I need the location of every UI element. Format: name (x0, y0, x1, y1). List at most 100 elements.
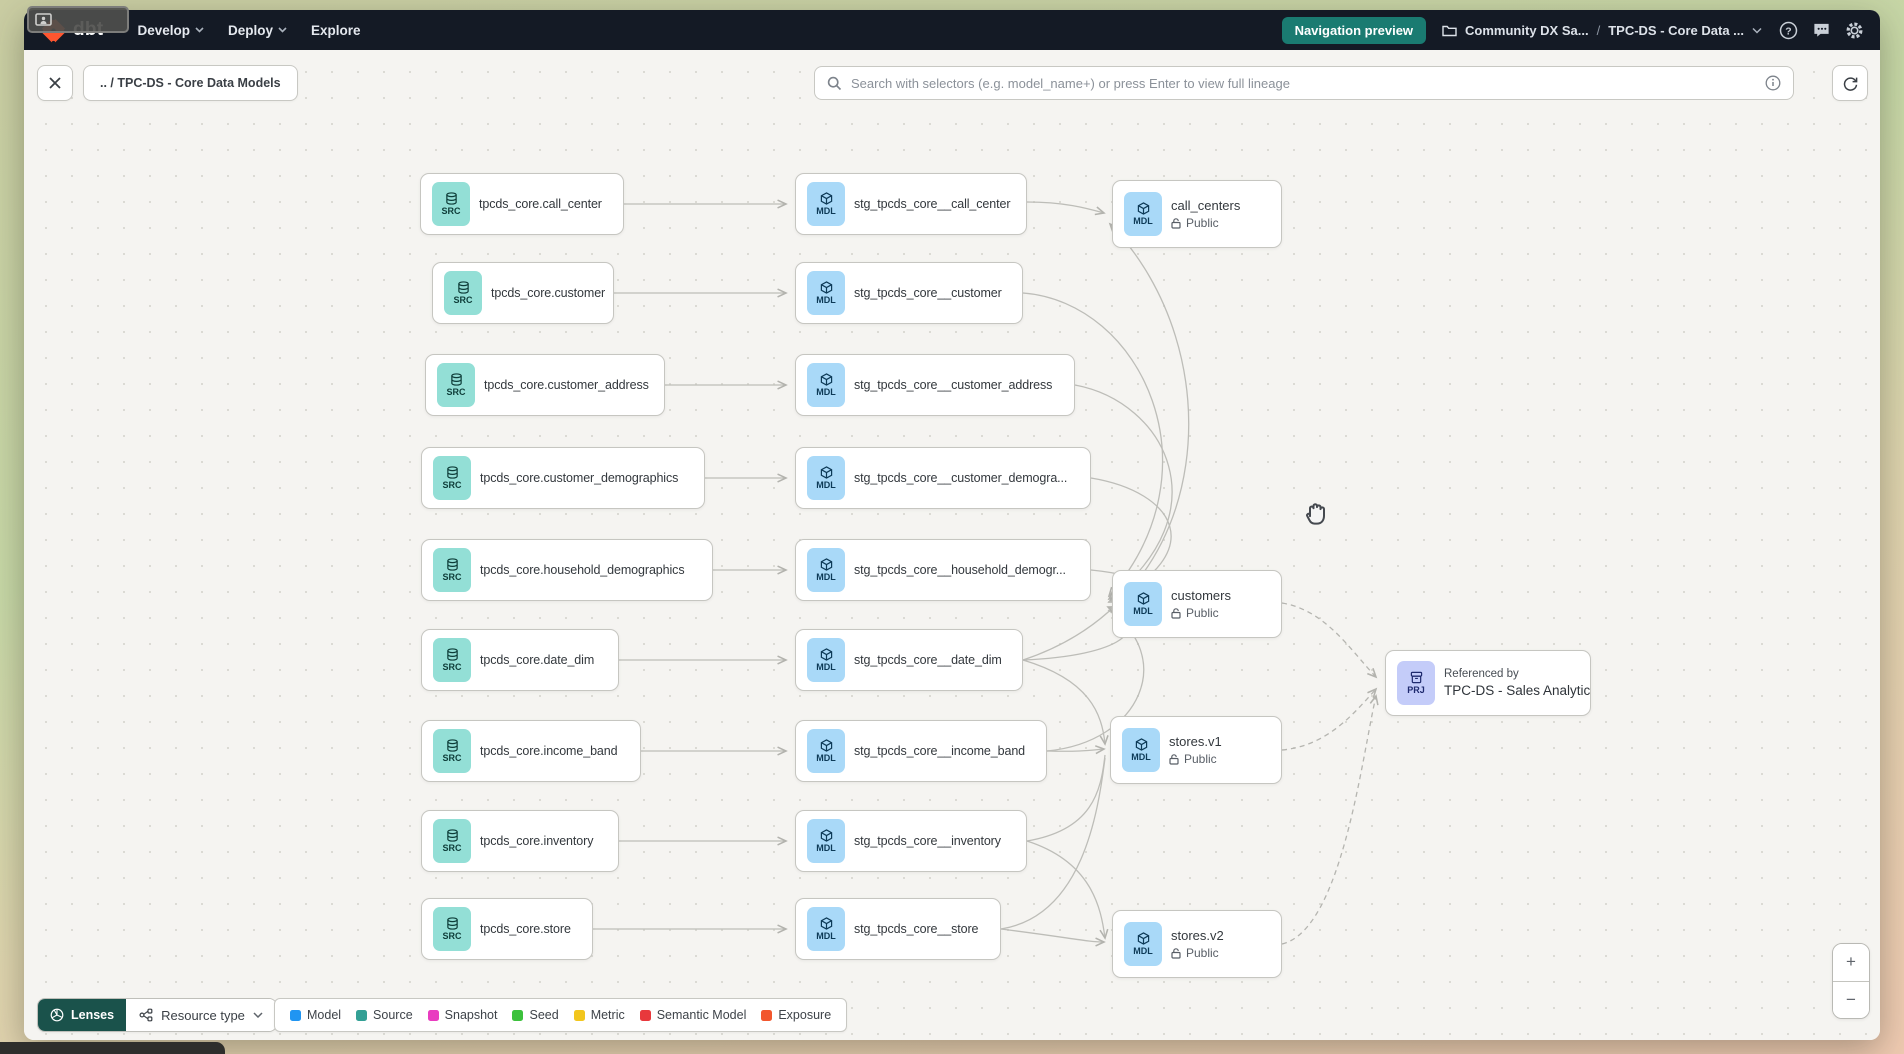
legend-item: Snapshot (427, 1008, 497, 1022)
node-source[interactable]: SRC tpcds_core.customer_address (425, 354, 665, 416)
node-public-model[interactable]: MDL stores.v2 Public (1112, 910, 1282, 978)
node-source[interactable]: SRC tpcds_core.household_demographics (421, 539, 713, 601)
node-source[interactable]: SRC tpcds_core.call_center (420, 173, 624, 235)
referenced-project-name: TPC-DS - Sales Analytics (1444, 683, 1591, 698)
breadcrumb: Community DX Sa... / TPC-DS - Core Data … (1442, 23, 1762, 38)
info-icon[interactable] (1765, 75, 1781, 91)
help-icon[interactable]: ? (1778, 20, 1798, 40)
nav-menu-explore[interactable]: Explore (311, 22, 361, 38)
settings-gear-icon[interactable] (1844, 20, 1864, 40)
node-model[interactable]: MDL stg_tpcds_core__store (795, 898, 1001, 960)
database-icon (446, 648, 458, 661)
legend-item: Seed (512, 1008, 559, 1022)
legend-swatch-metric (573, 1009, 585, 1021)
model-badge: MDL (1124, 192, 1162, 236)
lineage-path-chip[interactable]: .. / TPC-DS - Core Data Models (83, 65, 298, 101)
source-badge: SRC (433, 819, 471, 863)
node-public-model[interactable]: MDL call_centers Public (1112, 180, 1282, 248)
lenses-button[interactable]: Lenses (38, 999, 127, 1031)
top-navbar: dbt Develop Deploy Explore Navigation pr… (24, 10, 1880, 50)
node-model[interactable]: MDL stg_tpcds_core__customer_address (795, 354, 1075, 416)
database-icon (450, 373, 462, 386)
refresh-icon (1843, 76, 1857, 91)
model-badge: MDL (807, 548, 845, 592)
search-icon (827, 76, 842, 90)
legend-swatch-exposure (761, 1009, 773, 1021)
cube-icon (1137, 202, 1149, 215)
database-icon (446, 558, 458, 571)
node-model[interactable]: MDL stg_tpcds_core__customer_demogra... (795, 447, 1091, 509)
node-source[interactable]: SRC tpcds_core.date_dim (421, 629, 619, 691)
node-label: tpcds_core.inventory (480, 834, 594, 848)
node-model[interactable]: MDL stg_tpcds_core__inventory (795, 810, 1027, 872)
cube-icon (1137, 932, 1149, 945)
node-model[interactable]: MDL stg_tpcds_core__income_band (795, 720, 1047, 782)
database-icon (457, 281, 469, 294)
model-badge: MDL (1124, 922, 1162, 966)
lineage-edges (590, 50, 1880, 1040)
legend-item: Source (356, 1008, 413, 1022)
search-input[interactable] (851, 75, 1756, 91)
node-referenced-project[interactable]: PRJ Referenced by TPC-DS - Sales Analyti… (1385, 650, 1591, 716)
cube-icon (1135, 738, 1147, 751)
model-badge: MDL (1124, 582, 1162, 626)
lock-icon (1171, 217, 1181, 229)
model-badge: MDL (807, 729, 845, 773)
shared-tab-icon (35, 12, 52, 26)
database-icon (445, 192, 457, 205)
legend-item: Model (290, 1008, 341, 1022)
node-label: customers (1171, 588, 1231, 603)
node-source[interactable]: SRC tpcds_core.inventory (421, 810, 619, 872)
lock-icon (1171, 947, 1181, 959)
node-source[interactable]: SRC tpcds_core.store (421, 898, 593, 960)
nav-menu-deploy[interactable]: Deploy (216, 10, 299, 50)
access-level: Public (1171, 606, 1231, 620)
access-level: Public (1171, 946, 1224, 960)
model-badge: MDL (807, 456, 845, 500)
refresh-lineage-button[interactable] (1832, 65, 1868, 101)
close-lineage-button[interactable] (37, 65, 73, 101)
lineage-search (814, 66, 1794, 100)
node-source[interactable]: SRC tpcds_core.customer_demographics (421, 447, 705, 509)
breadcrumb-project[interactable]: Community DX Sa... (1465, 22, 1589, 38)
legend-item: Semantic Model (639, 1008, 746, 1022)
cube-icon (820, 829, 832, 842)
legend-item: Exposure (761, 1008, 831, 1022)
zoom-in-button[interactable]: + (1833, 944, 1869, 982)
zoom-controls: + − (1832, 943, 1870, 1019)
resource-type-legend: Model Source Snapshot Seed Metric Semant… (274, 998, 848, 1032)
breadcrumb-lineage[interactable]: TPC-DS - Core Data ... (1608, 22, 1744, 38)
node-label: stg_tpcds_core__customer_address (854, 378, 1053, 392)
database-icon (446, 829, 458, 842)
node-model[interactable]: MDL stg_tpcds_core__date_dim (795, 629, 1023, 691)
source-badge: SRC (433, 907, 471, 951)
zoom-out-button[interactable]: − (1833, 981, 1869, 1018)
resource-type-dropdown[interactable]: Resource type (126, 999, 276, 1031)
node-public-model[interactable]: MDL customers Public (1112, 570, 1282, 638)
node-public-model[interactable]: MDL stores.v1 Public (1110, 716, 1282, 784)
legend-swatch-model (290, 1009, 301, 1021)
node-label: stg_tpcds_core__inventory (854, 834, 1001, 848)
cube-icon (820, 558, 832, 571)
node-model[interactable]: MDL stg_tpcds_core__customer (795, 262, 1023, 324)
taskbar-fragment (0, 1042, 225, 1054)
lock-icon (1169, 753, 1179, 765)
access-level: Public (1169, 752, 1222, 766)
node-source[interactable]: SRC tpcds_core.income_band (421, 720, 641, 782)
feedback-icon[interactable] (1811, 20, 1831, 40)
source-badge: SRC (433, 729, 471, 773)
source-badge: SRC (433, 456, 471, 500)
cube-icon (820, 192, 832, 205)
cube-icon (1137, 592, 1149, 605)
node-model[interactable]: MDL stg_tpcds_core__household_demogr... (795, 539, 1091, 601)
navigation-preview-button[interactable]: Navigation preview (1281, 16, 1427, 44)
dbt-app-window: dbt Develop Deploy Explore Navigation pr… (24, 10, 1880, 1040)
nav-menu-develop[interactable]: Develop (125, 10, 216, 50)
lineage-canvas[interactable]: .. / TPC-DS - Core Data Models SRC tpcds… (24, 50, 1880, 1040)
chevron-down-icon[interactable] (1752, 27, 1762, 34)
node-source[interactable]: SRC tpcds_core.customer (432, 262, 614, 324)
model-badge: MDL (807, 182, 845, 226)
node-model[interactable]: MDL stg_tpcds_core__call_center (795, 173, 1027, 235)
cube-icon (820, 739, 832, 752)
